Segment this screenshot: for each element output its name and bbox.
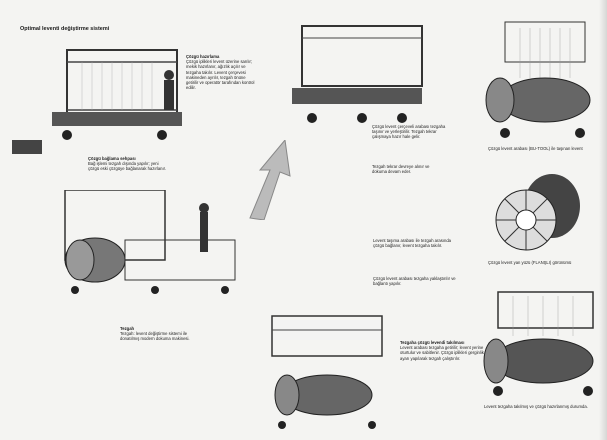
caption-body: Tezgah tekrar devreye alınır ve dokuma d…: [372, 164, 430, 175]
caption-warp-prep: Çözgü hazırlama Çözgü iplikleri levent ü…: [186, 54, 256, 90]
caption-heading: Çözgü bağlama sehpası: [88, 156, 136, 161]
installed-beam-illustration: [483, 291, 594, 396]
scan-shadow: [599, 0, 607, 440]
beam-flange-illustration: [495, 174, 580, 251]
caption-body: Çözgü iplikleri levent üzerine sarılır; …: [186, 59, 255, 91]
caption-body: Tezgah: levent değiştirme sistemi ile do…: [120, 331, 190, 342]
page-title: Optimal leventi değiştirme sistemi: [20, 26, 110, 32]
warp-beam-carriage-illustration: [485, 21, 591, 138]
caption-heading: Tezgaha çözgü levendi takılması: [400, 340, 465, 345]
caption-tying: Levent taşıma arabası ile tezgah arasınd…: [373, 238, 461, 248]
caption-body: Levent taşıma arabası ile tezgah arasınd…: [373, 238, 451, 249]
caption-body: Çözgü levent arabası (BU-TOOL) ile taşın…: [488, 146, 583, 151]
beam-insertion-illustration: [271, 315, 383, 429]
caption-body: Çözgü levent yan yüzü (FLANŞLI) görünümü: [488, 260, 572, 265]
caption-beam-carriage: Çözgü levent arabası (BU-TOOL) ile taşın…: [488, 146, 598, 151]
caption-body: Çözgü levent çerçeveli arabası tezgaha t…: [372, 124, 446, 140]
caption-installed: Levent tezgaha takılmış ve çözgü hazırla…: [484, 404, 594, 409]
caption-body: Levent arabası tezgaha getirilir; levent…: [400, 345, 484, 361]
caption-loom: Tezgah Tezgah: levent değiştirme sistemi…: [120, 326, 200, 342]
caption-body: Levent tezgaha takılmış ve çözgü hazırla…: [484, 404, 588, 409]
caption-beam-insertion: Tezgaha çözgü levendi takılması Levent a…: [400, 340, 488, 361]
loom-with-operator-illustration: [64, 190, 236, 294]
caption-heading: Tezgah: [120, 326, 135, 331]
caption-restart: Tezgah tekrar devreye alınır ve dokuma d…: [372, 164, 442, 174]
process-arrow: [249, 140, 291, 220]
caption-flange: Çözgü levent yan yüzü (FLANŞLI) görünümü: [488, 260, 598, 265]
caption-approach: Çözgü levent arabası tezgaha yaklaştırıl…: [373, 276, 461, 286]
warp-carriage-illustration: [292, 25, 423, 123]
caption-carriage: Çözgü levent çerçeveli arabası tezgaha t…: [372, 124, 450, 140]
caption-body: Bağ işlemi tezgah dışında yapılır; yeni …: [88, 161, 166, 172]
caption-tying-stand: Çözgü bağlama sehpası Bağ işlemi tezgah …: [88, 156, 168, 172]
caption-body: Çözgü levent arabası tezgaha yaklaştırıl…: [373, 276, 456, 287]
warp-frame-illustration: [12, 49, 182, 154]
caption-heading: Çözgü hazırlama: [186, 54, 220, 59]
